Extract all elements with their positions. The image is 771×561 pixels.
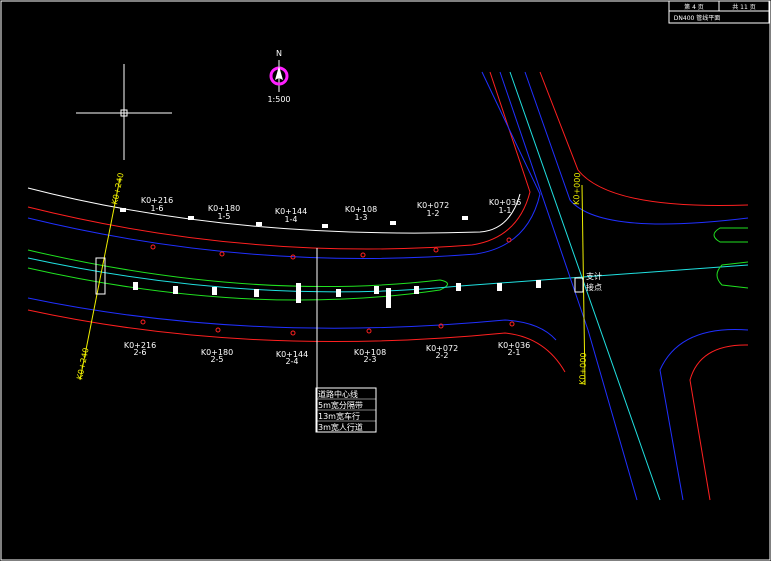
id-top-2: 1-5 xyxy=(217,212,230,221)
station-bottom-3: K0+144 xyxy=(276,350,308,359)
manhole-markers xyxy=(120,208,541,336)
id-top-1: 1-6 xyxy=(150,204,163,213)
junction-label-b: 接点 xyxy=(586,282,602,292)
junction-label-a: 支计 xyxy=(586,271,602,281)
station-top-4: K0+108 xyxy=(345,205,377,214)
chainage-left-bottom: K0+240 xyxy=(75,347,91,380)
station-top-6: K0+036 xyxy=(489,198,521,207)
north-arrow-icon: N 1:500 xyxy=(267,49,290,104)
chainage-lines xyxy=(79,177,586,386)
chainage-right-top: K0+000 xyxy=(572,172,582,205)
chainage-left-top: K0+240 xyxy=(110,172,126,205)
station-bottom-6: K0+036 xyxy=(498,341,530,350)
blue-line-bottom xyxy=(27,297,557,341)
blue-line-top xyxy=(27,71,541,259)
north-letter: N xyxy=(276,49,282,58)
drawing-name: DN400 管线平面 xyxy=(674,14,720,22)
station-bottom-1: K0+216 xyxy=(124,341,156,350)
chainage-right-bottom: K0+000 xyxy=(578,352,588,385)
cursor-crosshair xyxy=(76,64,172,160)
id-top-6: 1-1 xyxy=(498,206,511,215)
legend-item-3: 13m宽车行 xyxy=(318,411,360,421)
station-bottom-5: K0+072 xyxy=(426,344,458,353)
station-bottom-6-id: 2-1 xyxy=(507,348,520,357)
station-labels-top: K0+216 K0+180 K0+144 K0+108 K0+072 K0+03… xyxy=(141,196,521,224)
id-top-5: 1-2 xyxy=(426,209,439,218)
id-top-3: 1-4 xyxy=(284,215,297,224)
station-top-5: K0+072 xyxy=(417,201,449,210)
main-road-lines xyxy=(27,71,749,373)
red-curb-top xyxy=(27,71,531,250)
station-bottom-1-id: 2-6 xyxy=(133,348,146,357)
legend-item-4: 3m宽人行道 xyxy=(318,422,363,432)
legend-item-1: 道路中心线 xyxy=(318,389,358,399)
sheet-total: 共 11 页 xyxy=(732,3,755,11)
station-bottom-4: K0+108 xyxy=(354,348,386,357)
green-median xyxy=(27,249,448,301)
cross-road-lines xyxy=(499,71,749,501)
station-bottom-4-id: 2-3 xyxy=(363,355,376,364)
station-top-2: K0+180 xyxy=(208,204,240,213)
chainage-line-left xyxy=(79,177,121,381)
road-edge-top xyxy=(27,187,521,234)
id-top-4: 1-3 xyxy=(354,213,367,222)
station-bottom-2: K0+180 xyxy=(201,348,233,357)
station-top-1: K0+216 xyxy=(141,196,173,205)
red-curb-bottom xyxy=(27,309,566,373)
station-bottom-5-id: 2-2 xyxy=(435,351,448,360)
legend: 道路中心线 5m宽分隔带 13m宽车行 3m宽人行道 xyxy=(315,387,377,433)
north-scale: 1:500 xyxy=(267,95,290,104)
station-labels-bottom: K0+216 2-6 K0+180 2-5 K0+144 2-4 K0+108 … xyxy=(124,341,530,366)
station-bottom-3-id: 2-4 xyxy=(285,357,298,366)
sheet-number: 第 4 页 xyxy=(684,3,704,11)
station-bottom-2-id: 2-5 xyxy=(210,355,223,364)
title-block: 第 4 页 共 11 页 DN400 管线平面 xyxy=(668,0,770,24)
station-top-3: K0+144 xyxy=(275,207,307,216)
legend-item-2: 5m宽分隔带 xyxy=(318,400,363,410)
